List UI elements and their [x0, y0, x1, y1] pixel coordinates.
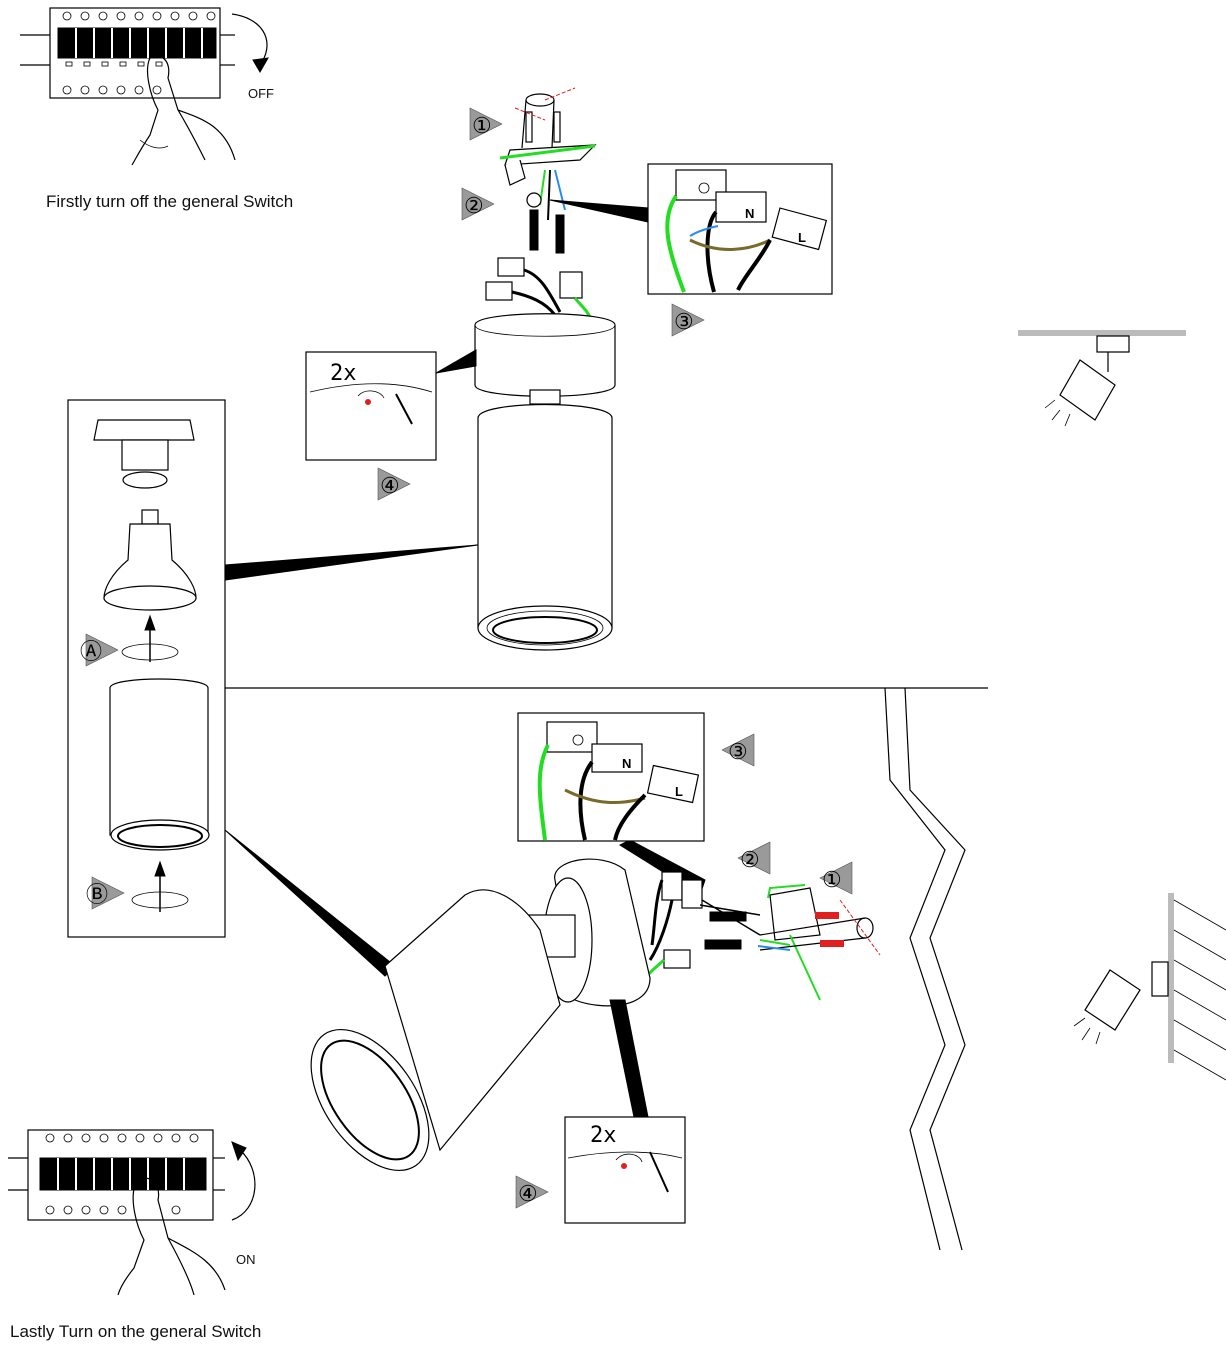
step-marker-2-bottom: ②: [740, 848, 760, 873]
wiring-detail-callout-bottom: N L: [517, 712, 706, 896]
lamp-marker-b: Ⓑ: [86, 883, 108, 908]
switch-state-on: ON: [236, 1252, 256, 1267]
breaker-panel-off: [20, 7, 269, 166]
step-marker-1-top: ①: [472, 114, 492, 139]
terminal-n-top: N: [745, 206, 754, 221]
terminal-blocks-bottom: [646, 871, 761, 976]
step-marker-4-bottom: ④: [518, 1182, 538, 1207]
step-marker-4-top: ④: [380, 474, 400, 499]
screw-callout-top: [305, 349, 477, 461]
wall-section: [884, 687, 966, 1251]
wall-bracket-assembly: [704, 884, 881, 1001]
step-marker-3-bottom: ③: [728, 740, 748, 765]
repeat-count-bottom: 2x: [590, 1123, 617, 1148]
step-marker-1-bottom: ①: [822, 868, 842, 893]
wall-mount-icon: [1073, 893, 1226, 1081]
ceiling-mount-icon: [1018, 330, 1186, 427]
lamp-marker-a: Ⓐ: [80, 640, 102, 665]
wiring-detail-callout-top: N L: [549, 163, 833, 295]
switch-state-off: OFF: [248, 86, 274, 101]
step-marker-2-top: ②: [464, 194, 484, 219]
terminal-l-top: L: [798, 230, 806, 245]
terminal-l-bottom: L: [675, 784, 683, 799]
wall-fixture: [310, 858, 651, 1172]
ceiling-bracket-assembly: [499, 87, 597, 254]
terminal-n-bottom: N: [622, 756, 631, 771]
terminal-blocks-top: [485, 257, 594, 323]
screw-callout-bottom: [564, 999, 686, 1224]
lamp-replacement-panel: [67, 399, 479, 977]
repeat-count-top: 2x: [330, 361, 357, 386]
step-marker-3-top: ③: [674, 310, 694, 335]
caption-turn-off: Firstly turn off the general Switch: [46, 192, 294, 211]
caption-turn-on: Lastly Turn on the general Switch: [10, 1322, 262, 1341]
ceiling-fixture: [474, 313, 616, 651]
breaker-panel-on: [8, 1129, 256, 1296]
